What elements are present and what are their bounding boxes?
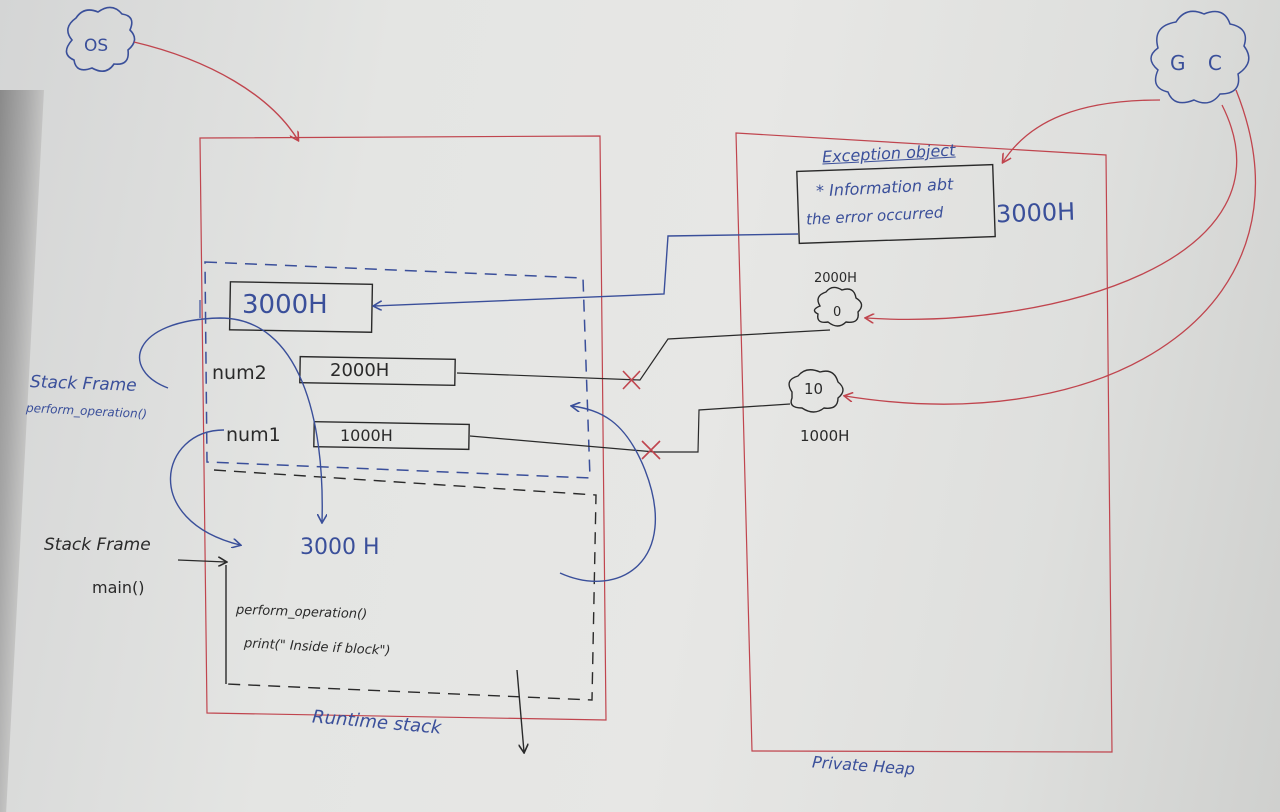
broken-ref-x-num1 [641, 440, 661, 460]
heap-1000h-label: 1000H [800, 427, 850, 445]
main-label: main() [92, 578, 145, 597]
return-loop-arrow [559, 406, 656, 582]
private-heap-border [735, 132, 1113, 753]
stack-down-arrow [516, 669, 524, 752]
stack-frame-main-loop [169, 429, 240, 545]
gc-cloud [1150, 10, 1250, 104]
os-label: OS [84, 36, 109, 56]
gc-arrow-to-2000h [866, 104, 1238, 319]
ref-exception-to-3000h [374, 233, 799, 306]
gc-arrow-to-exception [1003, 99, 1161, 162]
num1-label: num1 [226, 424, 281, 446]
main-frame-border [213, 469, 597, 701]
stack-frame-perform-arrow [139, 317, 323, 522]
ref-num1-to-1000h [469, 403, 791, 453]
main-3000h-value: 3000 H [300, 535, 380, 560]
runtime-stack-border [199, 135, 607, 721]
box-3000h-text: 3000H [242, 290, 328, 320]
gc-label: G C [1170, 51, 1230, 75]
heap-2000h-object-value: 0 [833, 305, 842, 320]
heap-1000-cloud [788, 369, 844, 413]
stack-frame-perform-label: Stack Frame [29, 372, 138, 396]
num2-value: 2000H [330, 360, 390, 381]
stack-frame-main-label: Stack Frame [44, 535, 151, 555]
heap-2000-cloud [813, 286, 863, 327]
num2-label: num2 [212, 362, 267, 384]
exception-box-outline [796, 163, 996, 245]
heap-3000h-label: 3000H [995, 197, 1076, 229]
broken-ref-x-num2 [622, 370, 641, 390]
main-pointer-arrow [177, 560, 226, 562]
ref-num2-to-2000h [456, 329, 831, 381]
heap-1000h-object-value: 10 [804, 380, 824, 398]
heap-2000h-label: 2000H [814, 271, 857, 286]
os-cloud [65, 6, 136, 72]
perform-frame-border [204, 261, 591, 479]
os-arrow [133, 41, 298, 140]
gc-arrow-to-1000h [845, 89, 1256, 405]
num1-value: 1000H [340, 426, 393, 445]
